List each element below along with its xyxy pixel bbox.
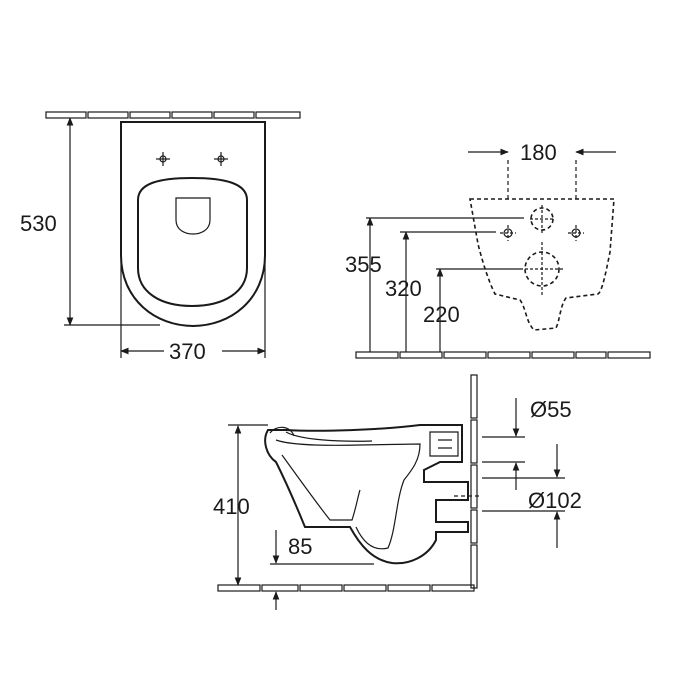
label-height: 410 [213, 494, 250, 519]
front-view: 180 355 320 220 [345, 140, 651, 359]
bowl-outline [120, 121, 266, 328]
fixing-hole-right [214, 152, 228, 166]
hole-right [568, 225, 584, 241]
dimension-height-355: 355 [345, 217, 382, 352]
dimension-height: 410 [213, 424, 268, 586]
label-outlet: Ø102 [528, 488, 582, 513]
dimension-hole-spacing: 180 [468, 140, 616, 165]
label-width: 370 [169, 339, 206, 364]
bowl-trap-inner [281, 454, 361, 521]
side-view: Ø55 Ø102 410 85 [213, 374, 582, 610]
dimension-width: 370 [120, 255, 266, 364]
dimension-height-220: 220 [423, 268, 460, 352]
top-view: 530 370 [20, 111, 301, 364]
mounting-outline [469, 198, 615, 331]
wall-line [45, 111, 301, 119]
side-wall-line [470, 374, 478, 589]
dimension-floor-gap: 85 [270, 530, 374, 610]
hole-left [500, 225, 516, 241]
fixing-hole-left [156, 152, 170, 166]
label-height-220: 220 [423, 302, 460, 327]
label-height-320: 320 [385, 276, 422, 301]
label-floor-gap: 85 [288, 534, 312, 559]
dimension-outlet: Ø102 [454, 444, 582, 548]
flush-rim [269, 426, 373, 442]
hole-top-center [530, 205, 554, 233]
bowl-rim [137, 176, 248, 308]
dimension-height-320: 320 [385, 231, 422, 352]
dimension-length: 530 [20, 117, 160, 326]
label-height-355: 355 [345, 252, 382, 277]
outlet-hole [520, 242, 564, 296]
flush-opening [175, 197, 211, 235]
dimension-inlet: Ø55 [482, 397, 572, 490]
side-floor-line [217, 584, 475, 592]
label-inlet: Ø55 [530, 397, 572, 422]
bowl-section-outer[interactable] [264, 424, 469, 565]
label-length: 530 [20, 211, 57, 236]
floor-line [355, 351, 651, 359]
bowl-section-inner [275, 439, 421, 550]
label-hole-spacing: 180 [520, 140, 557, 165]
inlet-spud [429, 431, 459, 457]
